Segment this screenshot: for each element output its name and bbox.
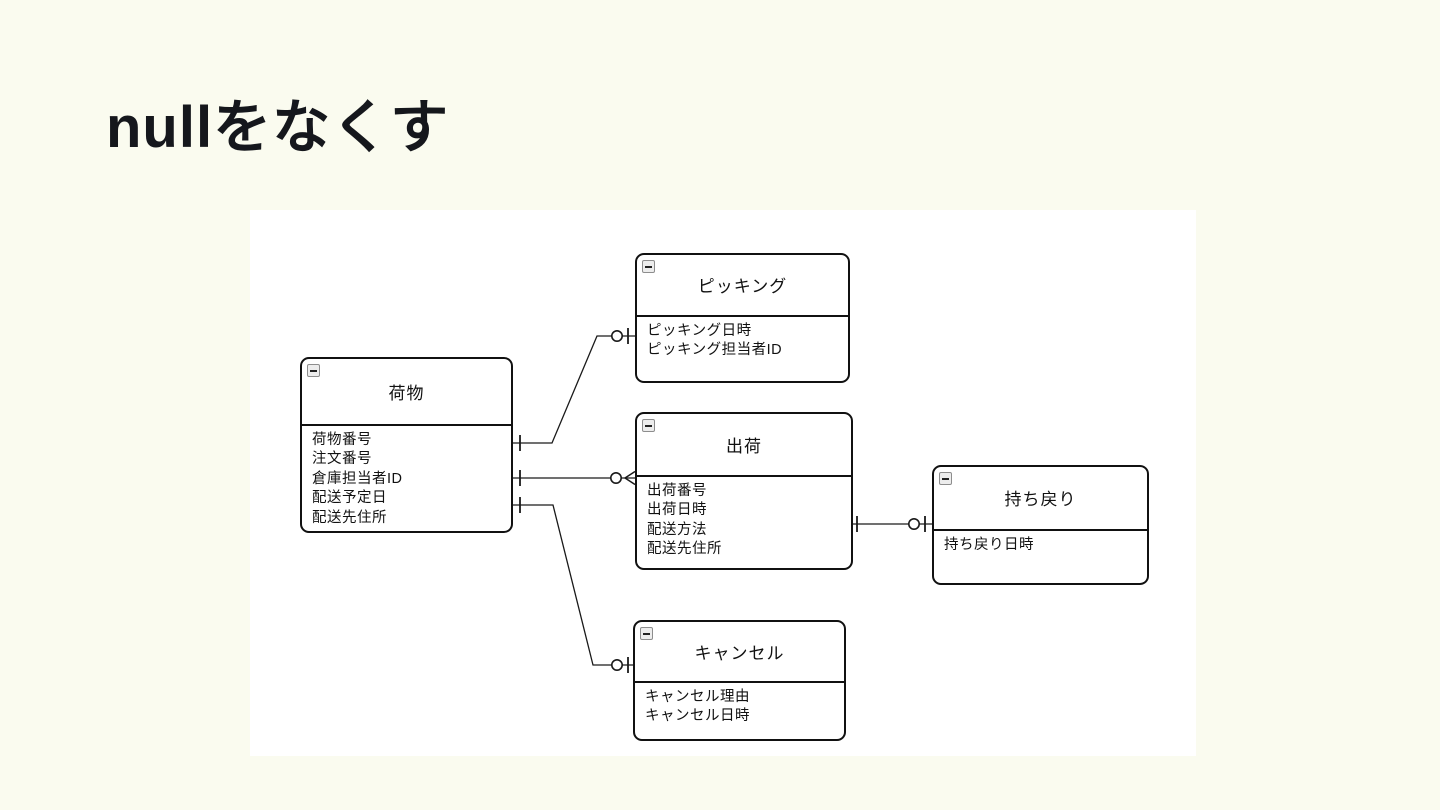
collapse-minus-icon[interactable]	[939, 472, 952, 485]
entity-header: 出荷	[637, 414, 851, 477]
entity-title: キャンセル	[694, 643, 785, 663]
minus-glyph	[645, 424, 652, 427]
entity-field: ピッキング担当者ID	[647, 342, 783, 358]
diagram-canvas: 荷物 荷物番号 注文番号 倉庫担当者ID 配送予定日 配送先住所 ピッキング ピ…	[250, 210, 1196, 756]
entity-field: 出荷日時	[647, 502, 707, 518]
entity-field: 配送先住所	[312, 509, 387, 526]
entity-header: 持ち戻り	[934, 467, 1147, 531]
entity-shukka[interactable]: 出荷 出荷番号 出荷日時 配送方法 配送先住所	[635, 412, 853, 570]
slide-title: nullをなくす	[106, 95, 450, 160]
collapse-minus-icon[interactable]	[642, 260, 655, 273]
entity-mochimodori[interactable]: 持ち戻り 持ち戻り日時	[932, 465, 1149, 585]
entity-field: キャンセル理由	[645, 688, 750, 705]
minus-glyph	[942, 477, 949, 480]
entity-title: ピッキング	[697, 277, 788, 297]
entity-field: 出荷番号	[647, 482, 707, 499]
entity-header: キャンセル	[635, 622, 844, 683]
entity-field: 配送方法	[647, 521, 707, 538]
entity-title: 持ち戻り	[1004, 490, 1077, 510]
entity-nimotsu[interactable]: 荷物 荷物番号 注文番号 倉庫担当者ID 配送予定日 配送先住所	[300, 357, 513, 533]
entity-title: 荷物	[388, 383, 425, 403]
entity-cancel[interactable]: キャンセル キャンセル理由 キャンセル日時	[633, 620, 846, 741]
minus-glyph	[645, 265, 652, 268]
entity-field-list: キャンセル理由 キャンセル日時	[635, 683, 844, 727]
relationship-lines	[513, 328, 932, 673]
entity-field-list: 荷物番号 注文番号 倉庫担当者ID 配送予定日 配送先住所	[302, 426, 511, 529]
entity-header: 荷物	[302, 359, 511, 426]
entity-field: 配送先住所	[647, 541, 722, 557]
collapse-minus-icon[interactable]	[640, 627, 653, 640]
collapse-minus-icon[interactable]	[307, 364, 320, 377]
entity-picking[interactable]: ピッキング ピッキング日時 ピッキング担当者ID	[635, 253, 850, 383]
entity-field: 倉庫担当者ID	[312, 470, 403, 487]
entity-field: 荷物番号	[312, 431, 372, 448]
entity-field: ピッキング日時	[647, 322, 752, 339]
entity-field: 注文番号	[312, 451, 372, 467]
entity-title: 出荷	[726, 436, 762, 456]
entity-field: キャンセル日時	[645, 708, 750, 724]
entity-field: 配送予定日	[312, 490, 387, 506]
entity-field-list: ピッキング日時 ピッキング担当者ID	[637, 317, 848, 361]
entity-field-list: 出荷番号 出荷日時 配送方法 配送先住所	[637, 477, 851, 560]
minus-glyph	[310, 369, 317, 372]
entity-field-list: 持ち戻り日時	[934, 531, 1147, 556]
entity-header: ピッキング	[637, 255, 848, 317]
minus-glyph	[643, 632, 650, 635]
collapse-minus-icon[interactable]	[642, 419, 655, 432]
entity-field: 持ち戻り日時	[944, 536, 1034, 553]
